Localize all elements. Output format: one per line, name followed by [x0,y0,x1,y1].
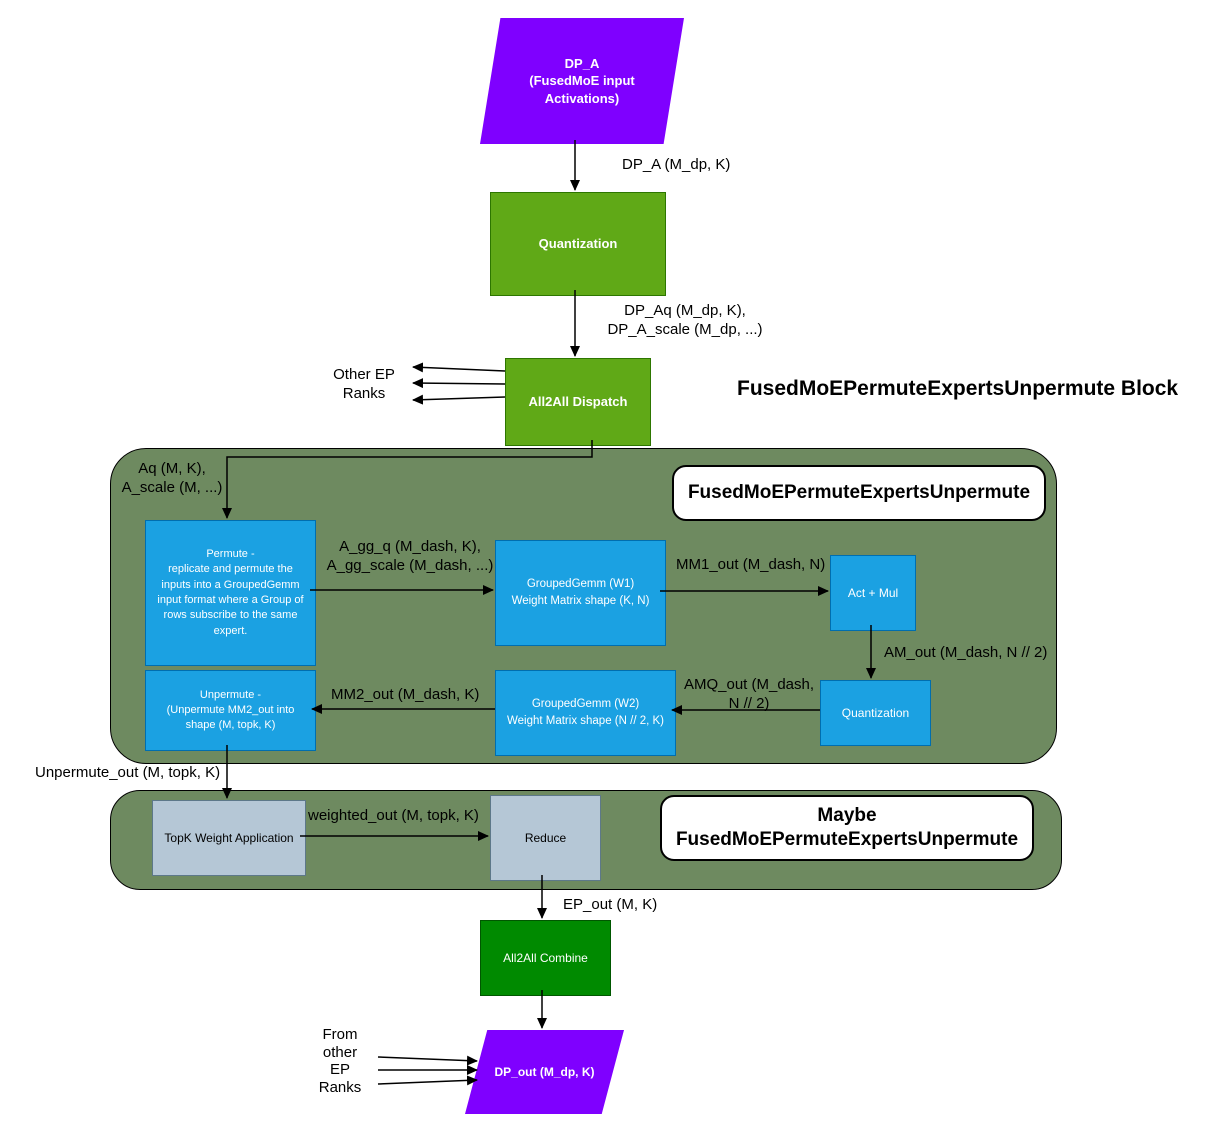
edge-label-unpermute-out: Unpermute_out (M, topk, K) [35,764,221,781]
edge-label-aq-in: Aq (M, K), A_scale (M, ...) [121,460,223,496]
node-grouped-gemm-w2: GroupedGemm (W2) Weight Matrix shape (N … [495,670,676,756]
edge-label-other-ep-ranks: Other EP Ranks [333,366,395,402]
node-topk-weight-application: TopK Weight Application [152,800,306,876]
edge-label-ep-out: EP_out (M, K) [563,896,658,913]
arrow-dispatch-to-other-ep-ranks-2 [412,378,506,389]
edge-label-dp-aq-out: DP_Aq (M_dp, K), DP_A_scale (M_dp, ...) [607,302,763,338]
node-all2all-dispatch: All2All Dispatch [505,358,651,446]
arrow-dispatch-to-other-ep-ranks-1 [412,362,506,373]
edge-label-from-other-ep-ranks: From other EP Ranks [318,1026,362,1097]
edge-label-mm1-out: MM1_out (M_dash, N) [676,556,826,573]
node-quantization-top: Quantization [490,192,666,296]
edge-label-weighted-out: weighted_out (M, topk, K) [308,807,479,824]
arrow-from-other-ep-ranks-1 [377,1055,478,1066]
edge-label-am-out: AM_out (M_dash, N // 2) [884,644,1048,661]
edge-label-amq-out: AMQ_out (M_dash, N // 2) [683,676,815,712]
edge-label-dp-a-out: DP_A (M_dp, K) [622,156,731,173]
node-reduce: Reduce [490,795,601,881]
node-dp-out: DP_out (M_dp, K) [465,1030,624,1114]
edge-label-mm2-out: MM2_out (M_dash, K) [331,686,480,703]
arrow-dispatch-to-other-ep-ranks-3 [412,394,506,405]
arrow-from-other-ep-ranks-3 [377,1075,478,1086]
edge-label-a-gg-out: A_gg_q (M_dash, K), A_gg_scale (M_dash, … [326,538,494,574]
node-dp-a: DP_A (FusedMoE input Activations) [480,18,684,144]
diagram-title: FusedMoEPermuteExpertsUnpermute Block [737,377,1179,400]
node-unpermute: Unpermute - (Unpermute MM2_out into shap… [145,670,316,751]
node-grouped-gemm-w1: GroupedGemm (W1) Weight Matrix shape (K,… [495,540,666,646]
node-all2all-combine: All2All Combine [480,920,611,996]
node-act-mul: Act + Mul [830,555,916,631]
container-label-maybe-block: Maybe FusedMoEPermuteExpertsUnpermute [660,795,1034,861]
node-quantization-inner: Quantization [820,680,931,746]
node-permute: Permute - replicate and permute the inpu… [145,520,316,666]
container-label-fused-block: FusedMoEPermuteExpertsUnpermute [672,465,1046,521]
